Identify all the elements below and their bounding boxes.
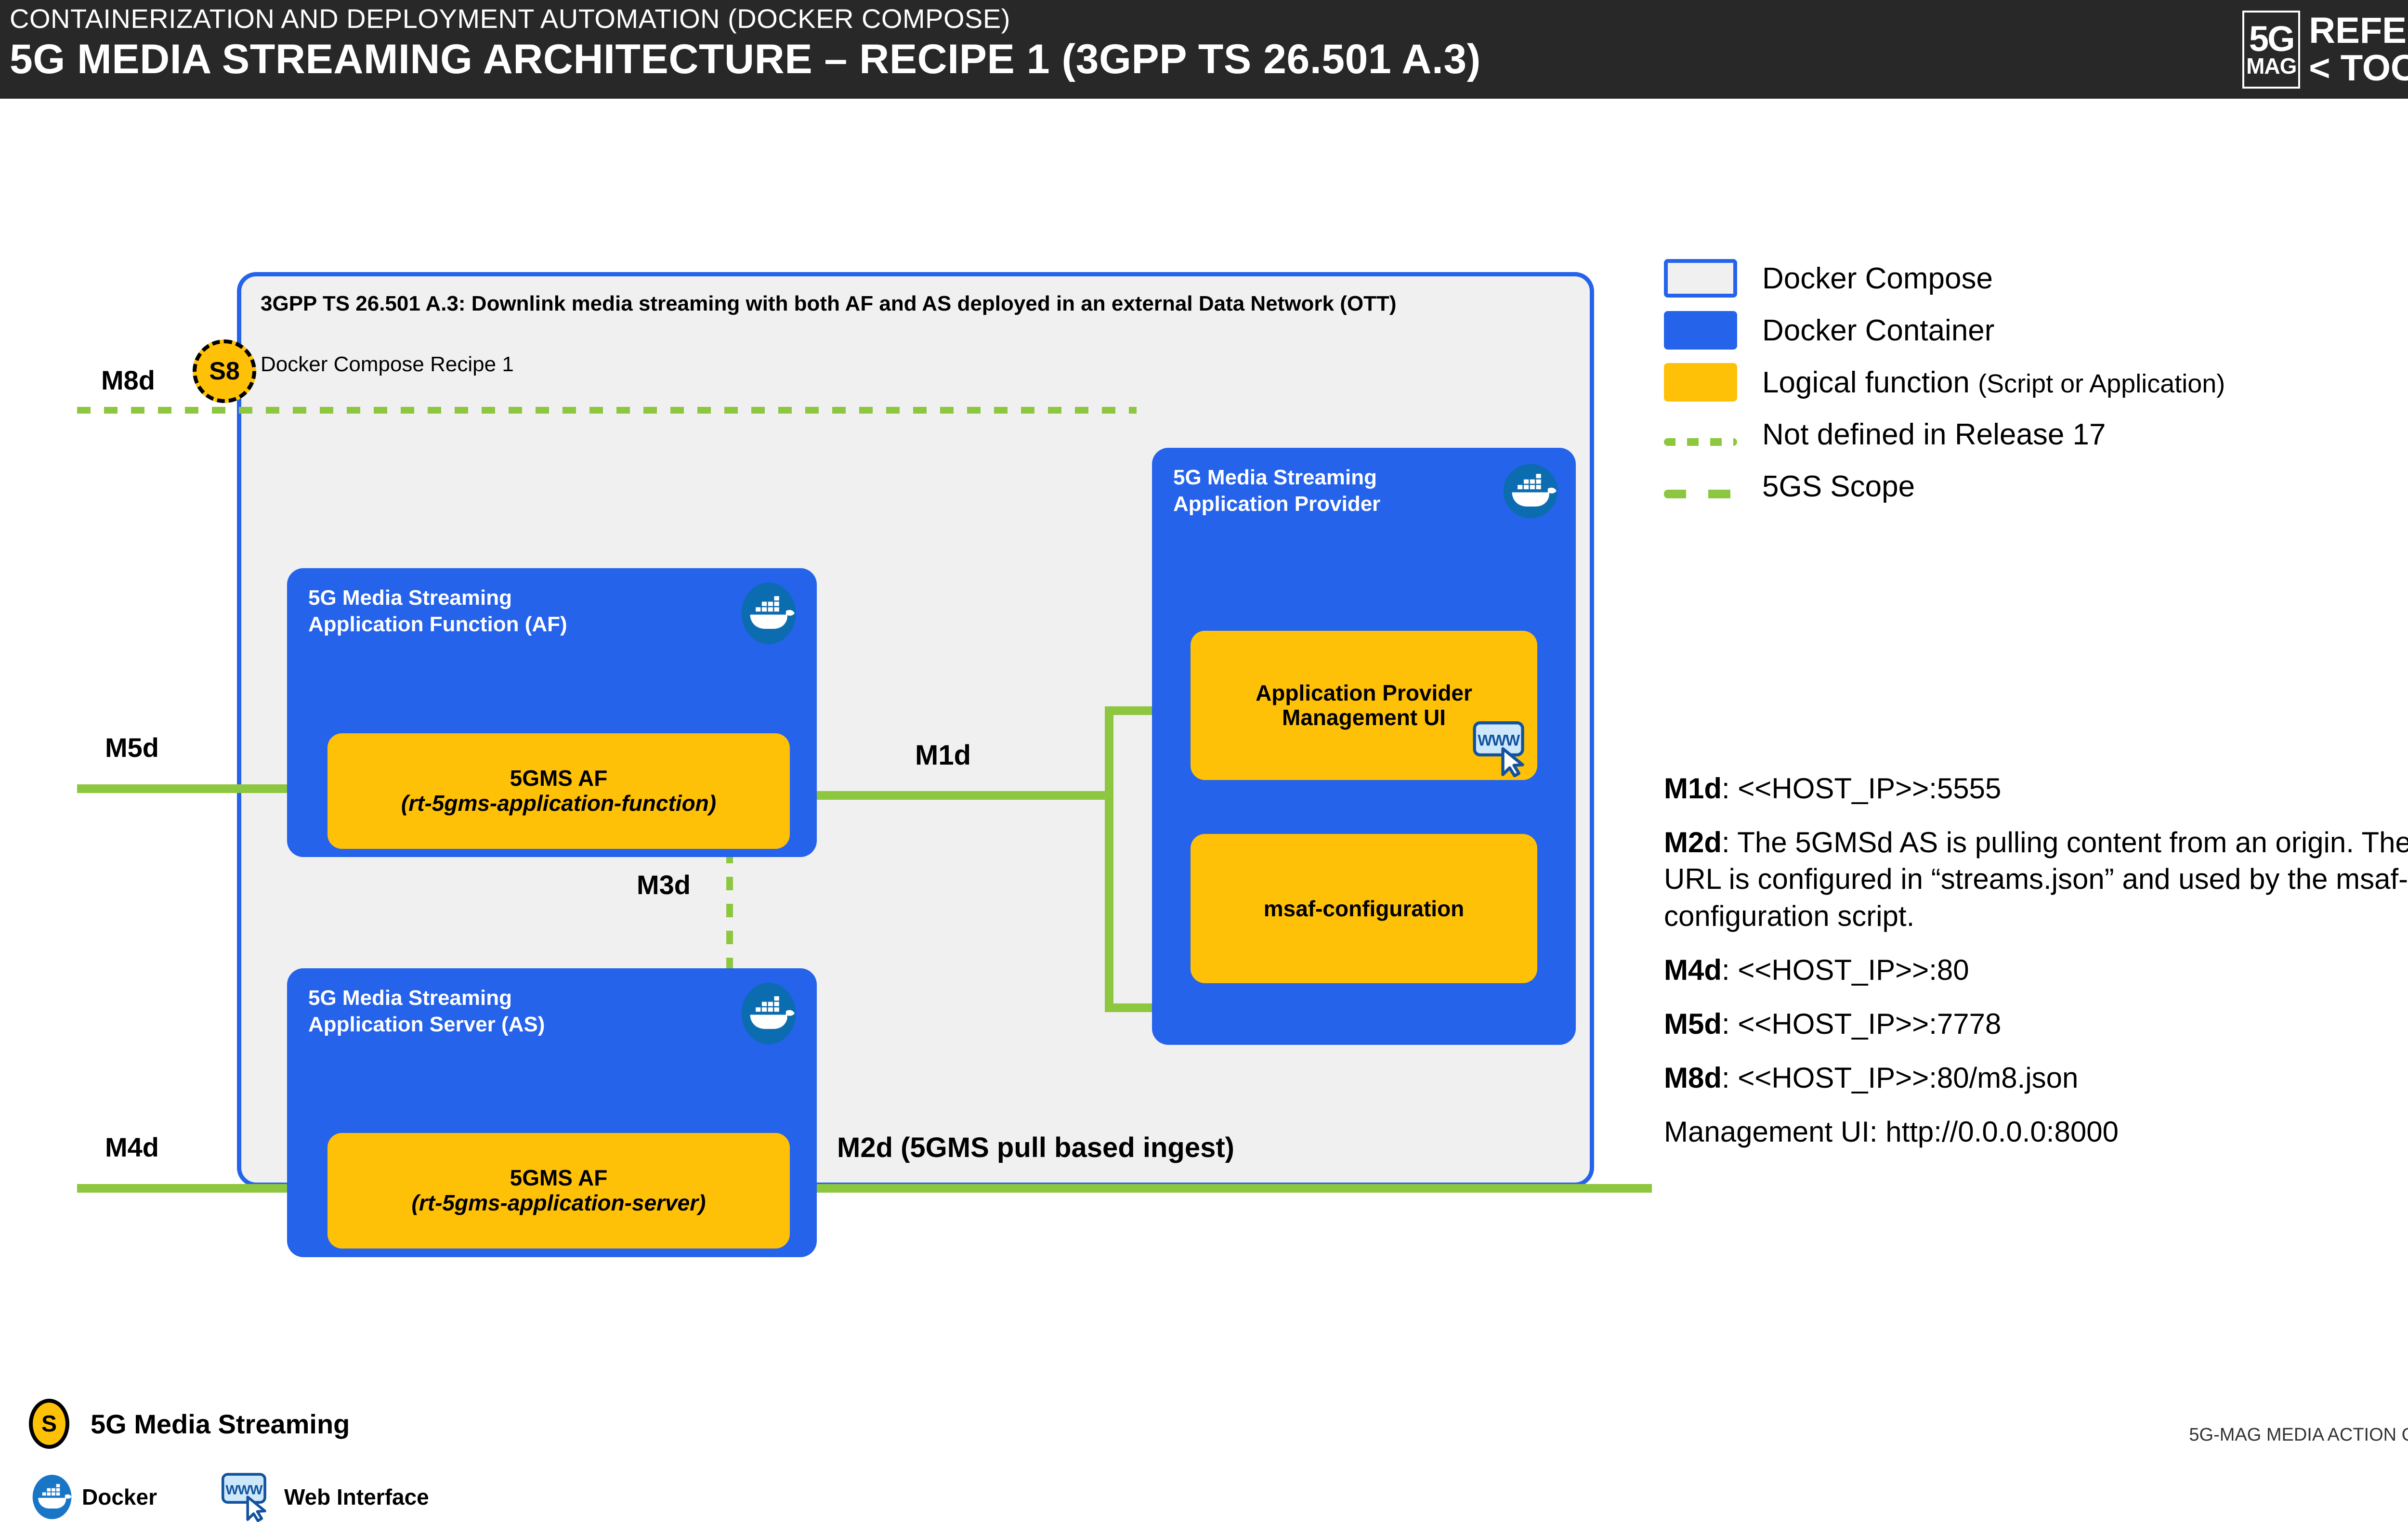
diagram-canvas: N5 3GPP TS 26.501 A.3: Downlink media st… [0,99,2408,1522]
logical-af-name: 5GMS AF [510,766,608,791]
interface-label-m5d: M5d [105,732,159,763]
logical-as-name: 5GMS AF [510,1165,608,1191]
note-text: : The 5GMSd AS is pulling content from a… [1664,826,2408,932]
bottom-legend-label-5gms: 5G Media Streaming [91,1408,350,1439]
interface-label-m3d: M3d [637,870,691,900]
connector-m8d-line [77,407,1137,414]
bottom-legend-row-5gms: S 5G Media Streaming [29,1399,429,1449]
compose-description: 3GPP TS 26.501 A.3: Downlink media strea… [261,292,1397,315]
badge-s-icon: S [29,1399,69,1449]
footer-copyright: 5G-MAG MEDIA ACTION GROUP © 2025 [2189,1425,2408,1445]
logo-5g-text: 5G [2249,19,2295,59]
swatch-dashed-line-icon [1664,490,1737,498]
badge-s8: S8 [193,339,256,403]
bottom-legend-label-docker: Docker [82,1484,157,1509]
logical-msaf-name: msaf-configuration [1263,896,1465,921]
note-key: M8d [1664,1062,1722,1094]
note-key: M2d [1664,826,1722,859]
legend-item-not-defined-rel17: Not defined in Release 17 [1664,414,2408,455]
5gmag-logo-mark: 5G MAG [2242,11,2301,89]
docker-whale-icon [741,983,796,1044]
note-m2d: M2d: The 5GMSd AS is pulling content fro… [1664,824,2408,935]
logical-af-image: (rt-5gms-application-function) [401,790,717,816]
bottom-legend-row-icons: Docker WWW Web Interface [29,1472,429,1522]
docker-whale-icon [741,583,796,644]
connector-m1d-vertical [1105,706,1113,1012]
note-text: : <<HOST_IP>>:5555 [1722,772,2002,805]
note-text: Management UI: http://0.0.0.0:8000 [1664,1116,2119,1148]
interface-label-m1d: M1d [915,740,971,771]
note-m1d: M1d: <<HOST_IP>>:5555 [1664,770,2408,807]
legend-label: Not defined in Release 17 [1762,417,2106,451]
legend-item-docker-compose: Docker Compose [1664,258,2408,299]
logical-function-msaf-configuration[interactable]: msaf-configuration [1191,834,1537,983]
note-text: : <<HOST_IP>>:7778 [1722,1007,2002,1040]
interface-label-m8d: M8d [101,365,155,395]
note-m8d: M8d: <<HOST_IP>>:80/m8.json [1664,1060,2408,1096]
legend-label: 5GS Scope [1762,469,1915,503]
compose-subtitle: Docker Compose Recipe 1 [261,352,514,376]
note-key: M5d [1664,1007,1722,1040]
legend-label: Logical function (Script or Application) [1762,365,2225,400]
brand-word-reference: REFERENCE [2309,10,2408,52]
web-interface-www-icon: WWW [1473,721,1524,777]
page-header: CONTAINERIZATION AND DEPLOYMENT AUTOMATI… [0,0,2408,99]
bottom-legend: S 5G Media Streaming Docker WWW [29,1399,429,1522]
logical-function-5gms-af[interactable]: 5GMS AF (rt-5gms-application-function) [327,733,790,849]
connector-m2d-line [790,1184,1652,1193]
connector-m5d-line [77,784,347,793]
note-text: : <<HOST_IP>>:80/m8.json [1722,1062,2079,1094]
note-key: M4d [1664,953,1722,986]
svg-text:WWW: WWW [225,1482,263,1497]
note-management-ui: Management UI: http://0.0.0.0:8000 [1664,1114,2408,1150]
interface-notes-panel: M1d: <<HOST_IP>>:5555 M2d: The 5GMSd AS … [1664,770,2408,1168]
logo-mag-text: MAG [2246,53,2297,79]
legend-item-5gs-scope: 5GS Scope [1664,466,2408,507]
connector-m4d-line [77,1184,347,1193]
note-m4d: M4d: <<HOST_IP>>:80 [1664,952,2408,989]
web-interface-www-icon: WWW [221,1473,266,1522]
logical-as-image: (rt-5gms-application-server) [411,1190,706,1215]
legend-label: Docker Container [1762,313,1995,347]
svg-text:WWW: WWW [1478,732,1520,749]
legend-panel: Docker Compose Docker Container Logical … [1664,258,2408,518]
legend-label-paren: (Script or Application) [1978,369,2225,398]
interface-label-m2d: M2d (5GMS pull based ingest) [837,1132,1234,1163]
note-key: M1d [1664,772,1722,805]
legend-item-logical-function: Logical function (Script or Application) [1664,362,2408,403]
brand-wordmark: REFERENCE < TOOLS /> [2309,12,2408,87]
brand-logo: 5G MAG REFERENCE < TOOLS /> [2242,11,2408,89]
connector-m1d-horizontal [790,791,1112,800]
swatch-logical-function-icon [1664,363,1737,402]
legend-label-main: Logical function [1762,365,1978,399]
swatch-docker-compose-icon [1664,259,1737,298]
brand-word-tools: < TOOLS /> [2309,48,2408,89]
legend-label: Docker Compose [1762,261,1993,295]
note-text: : <<HOST_IP>>:80 [1722,953,1969,986]
logical-function-5gms-as[interactable]: 5GMS AF (rt-5gms-application-server) [327,1133,790,1249]
swatch-docker-container-icon [1664,311,1737,350]
docker-whale-icon [32,1474,72,1520]
legend-item-docker-container: Docker Container [1664,310,2408,351]
swatch-dotted-line-icon [1664,438,1737,446]
note-m5d: M5d: <<HOST_IP>>:7778 [1664,1006,2408,1042]
interface-label-m4d: M4d [105,1132,159,1162]
header-kicker: CONTAINERIZATION AND DEPLOYMENT AUTOMATI… [10,3,1010,34]
page-title: 5G MEDIA STREAMING ARCHITECTURE – RECIPE… [10,36,1481,82]
docker-whale-icon [1503,464,1558,519]
bottom-legend-label-web: Web Interface [284,1484,429,1509]
